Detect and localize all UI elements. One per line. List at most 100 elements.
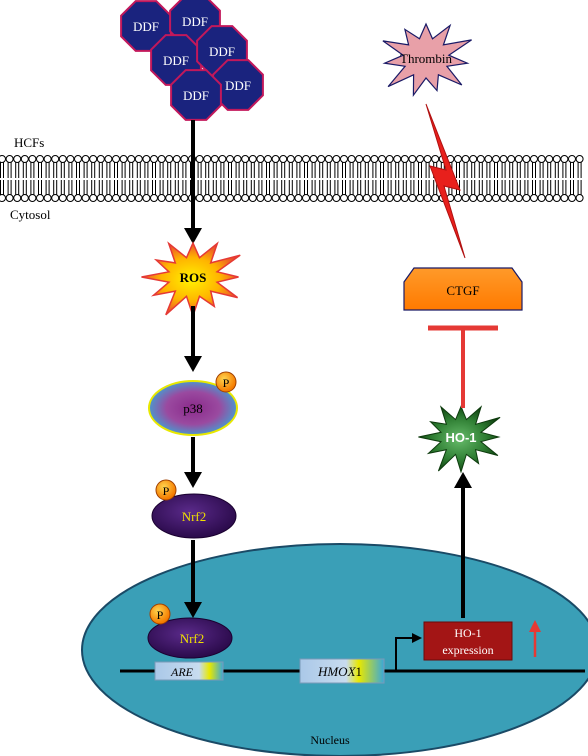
lipid-molecule — [332, 155, 341, 202]
lipid-molecule — [165, 155, 174, 202]
lipid-molecule — [469, 155, 478, 202]
lipid-molecule — [13, 155, 22, 202]
nrf2-phospho-icon — [155, 479, 177, 501]
lipid-molecule — [172, 155, 181, 202]
ho1-expression-line2: expression — [442, 643, 493, 657]
thrombin-burst: Thrombin — [382, 22, 472, 98]
lipid-molecule — [294, 155, 303, 202]
lipid-molecule — [507, 155, 516, 202]
svg-text:HMOX1: HMOX1 — [317, 664, 362, 679]
transcription-arrow — [390, 637, 412, 672]
ddf-molecule: DDF — [120, 0, 172, 52]
lipid-molecule — [362, 155, 371, 202]
ho1-burst: HO-1 — [418, 405, 501, 474]
nrf2-cytosolic-node: Nrf2 P — [151, 479, 237, 539]
nucleus-label: Nucleus — [310, 733, 350, 747]
nrf2-label: Nrf2 — [182, 509, 207, 524]
lipid-molecule — [279, 155, 288, 202]
ddf-label: DDF — [183, 88, 209, 103]
nrf2-nuclear-label: Nrf2 — [180, 631, 205, 646]
lipid-molecule — [112, 155, 120, 202]
hmox1-suffix: 1 — [356, 664, 363, 679]
nrf2-nuclear-node: Nrf2 P — [147, 603, 233, 659]
lipid-molecule — [484, 155, 493, 202]
lipid-molecule — [530, 155, 538, 202]
lipid-molecule — [58, 155, 67, 202]
lipid-molecule — [226, 155, 234, 202]
lipid-molecule — [96, 155, 105, 202]
lipid-molecule — [51, 155, 60, 202]
lipid-molecule — [347, 155, 356, 202]
lipid-molecule — [476, 155, 485, 202]
lipid-molecule — [195, 155, 204, 202]
lipid-molecule — [66, 155, 75, 202]
lipid-molecule — [256, 155, 265, 202]
lipid-molecule — [378, 155, 386, 202]
lipid-molecule — [203, 155, 212, 202]
lipid-molecule — [514, 155, 523, 202]
lipid-molecule — [499, 155, 508, 202]
lipid-molecule — [157, 155, 166, 202]
lipid-molecule — [5, 155, 14, 202]
lipid-molecule — [393, 155, 402, 202]
p38-phospho-label: P — [223, 376, 230, 390]
lipid-molecule — [560, 155, 569, 202]
lipid-molecule — [218, 155, 227, 202]
lipid-molecule — [248, 155, 257, 202]
lipid-molecule — [180, 155, 189, 202]
hmox1-gene: HMOX1 — [299, 658, 385, 684]
are-element: ARE — [154, 661, 224, 681]
lipid-molecule — [416, 155, 424, 202]
lipid-molecule — [286, 155, 295, 202]
ddf-label: DDF — [209, 44, 235, 59]
lipid-molecule — [150, 155, 158, 202]
lipid-molecule — [81, 155, 90, 202]
membrane-inside-label: Cytosol — [10, 207, 51, 222]
nrf2-phospho-label: P — [163, 484, 170, 498]
membrane-outside-label: HCFs — [14, 135, 44, 150]
ddf-label: DDF — [163, 53, 189, 68]
lipid-molecule — [36, 155, 44, 202]
ho1-expression-line1: HO-1 — [454, 626, 481, 640]
lipid-molecule — [423, 155, 432, 202]
lipid-molecule — [104, 155, 113, 202]
lipid-molecule — [385, 155, 394, 202]
ctgf-node: CTGF — [403, 267, 523, 311]
p38-label: p38 — [183, 401, 203, 416]
ddf-label: DDF — [182, 14, 208, 29]
lightning-bolt-icon — [425, 103, 466, 259]
lipid-molecule — [522, 155, 531, 202]
ddf-label: DDF — [225, 78, 251, 93]
lipid-molecule — [545, 155, 554, 202]
lipid-molecule — [355, 155, 364, 202]
ddf-label: DDF — [133, 19, 159, 34]
lipid-molecule — [210, 155, 219, 202]
ctgf-label: CTGF — [446, 283, 479, 298]
cell-membrane — [0, 155, 584, 202]
lipid-molecule — [302, 155, 310, 202]
upregulation-arrow-icon — [529, 620, 541, 657]
lipid-molecule — [575, 155, 584, 202]
ros-label: ROS — [180, 270, 207, 285]
lipid-molecule — [408, 155, 417, 202]
lipid-molecule — [0, 155, 6, 202]
lipid-molecule — [142, 155, 151, 202]
lipid-molecule — [134, 155, 143, 202]
lipid-molecule — [552, 155, 561, 202]
lipid-molecule — [20, 155, 29, 202]
lipid-molecule — [400, 155, 409, 202]
inhibition-ho1-ctgf — [428, 325, 498, 408]
lipid-molecule — [241, 155, 250, 202]
lipid-molecule — [264, 155, 272, 202]
lipid-molecule — [74, 155, 82, 202]
lipid-molecule — [492, 155, 500, 202]
ho1-label: HO-1 — [445, 430, 476, 445]
lipid-molecule — [537, 155, 546, 202]
ho1-expression-box: HO-1 expression — [423, 621, 513, 661]
ddf-molecule: DDF — [170, 69, 222, 121]
lipid-molecule — [340, 155, 348, 202]
p38-phospho-icon — [215, 371, 237, 393]
lipid-molecule — [461, 155, 470, 202]
